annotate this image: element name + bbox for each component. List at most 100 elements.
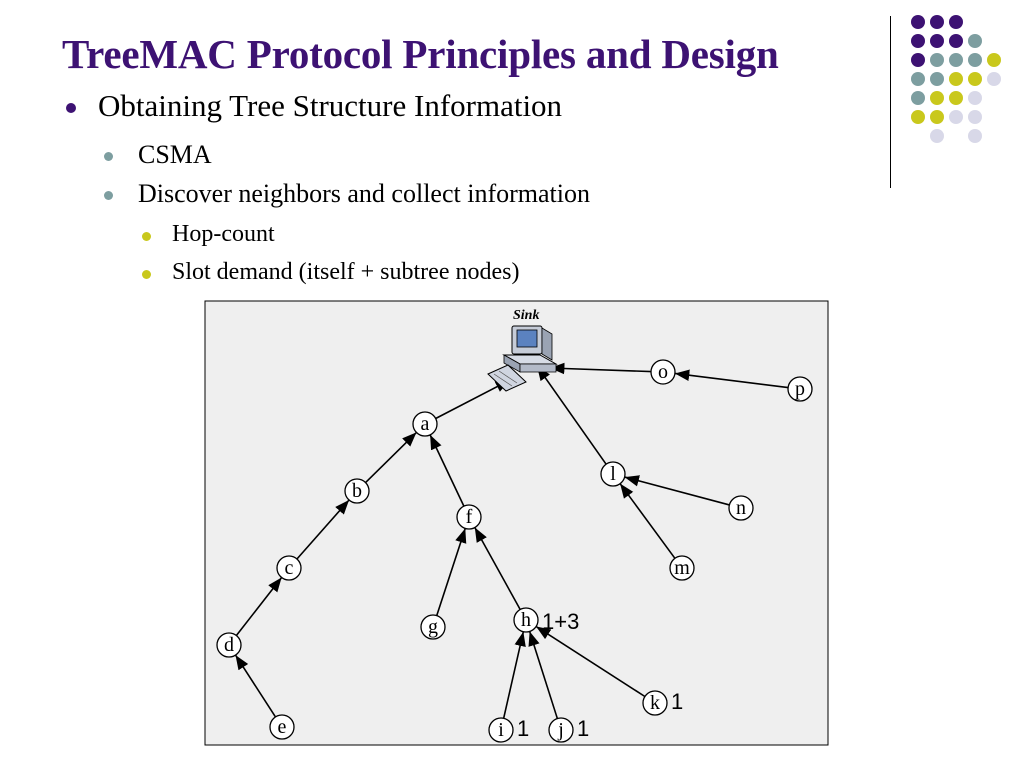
node-label: g (428, 616, 438, 638)
tree-node-o: o (650, 359, 676, 385)
node-label: a (421, 413, 430, 435)
node-label: d (224, 634, 234, 656)
node-label: m (674, 557, 690, 579)
node-circle (420, 614, 446, 640)
tree-node-i: i (488, 717, 514, 743)
slot-demand-label-k: 1 (671, 689, 683, 714)
node-label: j (557, 719, 564, 741)
decorative-dot (911, 15, 925, 29)
bullet-item: Obtaining Tree Structure Information (66, 88, 562, 124)
tree-node-l: l (600, 461, 626, 487)
bullet-dot-icon (104, 191, 113, 200)
edge-k-to-h (535, 625, 646, 698)
tree-node-b: b (344, 478, 370, 504)
decorative-dot (949, 34, 963, 48)
decorative-dot (949, 15, 963, 29)
edge-c-to-b (296, 499, 350, 560)
edge-j-to-h (528, 631, 559, 719)
bullet-item: Discover neighbors and collect informati… (104, 179, 590, 209)
sink-label: Sink (513, 308, 539, 323)
edge-p-to-o (674, 369, 789, 389)
node-circle (600, 461, 626, 487)
edge-b-to-a (364, 431, 418, 484)
node-label: h (521, 609, 531, 631)
decorative-dot (911, 34, 925, 48)
edge-i-to-h (502, 631, 526, 719)
tree-node-m: m (669, 555, 695, 581)
decorative-dot (930, 72, 944, 86)
decorative-dot (911, 72, 925, 86)
edge-m-to-l (619, 483, 676, 559)
node-circle (548, 717, 574, 743)
bullet-dot-icon (142, 232, 151, 241)
node-circle (650, 359, 676, 385)
bullet-item: CSMA (104, 140, 212, 170)
bullet-text: Discover neighbors and collect informati… (138, 179, 590, 208)
tree-node-d: d (216, 632, 242, 658)
node-circle (216, 632, 242, 658)
node-circle (412, 411, 438, 437)
slot-demand-label-j: 1 (577, 716, 589, 741)
edge-a-to-sink (435, 379, 511, 420)
node-circle (513, 607, 539, 633)
decorative-dot (949, 110, 963, 124)
node-circle (344, 478, 370, 504)
node-label: p (795, 378, 805, 400)
decorative-dot (930, 34, 944, 48)
bullet-text: Hop-count (172, 221, 275, 247)
edge-h-to-f (474, 527, 521, 610)
edge-o-to-sink (549, 362, 652, 375)
tree-node-j: j (548, 717, 574, 743)
tree-node-h: h (513, 607, 539, 633)
edge-f-to-a (429, 434, 465, 507)
decorative-dot (911, 110, 925, 124)
bullet-text: Slot demand (itself + subtree nodes) (172, 259, 520, 285)
decorative-dot (949, 53, 963, 67)
node-circle (488, 717, 514, 743)
bullet-dot-icon (66, 103, 76, 113)
decorative-dot (968, 34, 982, 48)
tree-node-f: f (456, 504, 482, 530)
tree-node-g: g (420, 614, 446, 640)
node-circle (642, 690, 668, 716)
decorative-dot (968, 91, 982, 105)
slide-title: TreeMAC Protocol Principles and Design (62, 31, 779, 77)
node-label: f (466, 506, 473, 528)
node-label: n (736, 497, 746, 519)
bullet-item: Slot demand (itself + subtree nodes) (142, 259, 519, 286)
node-label: c (285, 557, 294, 579)
node-circle (728, 495, 754, 521)
node-circle (276, 555, 302, 581)
decorative-dot (987, 72, 1001, 86)
edge-e-to-d (234, 654, 277, 718)
decorative-dot (949, 72, 963, 86)
sink-computer-icon: Sink (487, 308, 558, 392)
decorative-dot (949, 91, 963, 105)
tree-node-a: a (412, 411, 438, 437)
decorative-dot-grid (911, 15, 1001, 143)
decorative-dot (968, 72, 982, 86)
decorative-vertical-divider (890, 16, 891, 188)
decorative-dot (930, 15, 944, 29)
decorative-dot (968, 53, 982, 67)
bullet-item: Hop-count (142, 221, 275, 248)
tree-node-e: e (269, 714, 295, 740)
tree-node-p: p (787, 376, 813, 402)
slot-demand-label-h: 1+3 (542, 609, 579, 634)
node-label: e (278, 716, 287, 738)
edge-n-to-l (624, 475, 730, 506)
slot-demand-label-i: 1 (517, 716, 529, 741)
tree-node-k: k (642, 690, 668, 716)
node-label: l (610, 463, 616, 485)
node-circle (669, 555, 695, 581)
node-label: k (650, 692, 660, 714)
decorative-dot (911, 91, 925, 105)
edge-d-to-c (235, 576, 283, 637)
decorative-dot (930, 129, 944, 143)
decorative-dot (930, 53, 944, 67)
decorative-dot (968, 110, 982, 124)
node-circle (456, 504, 482, 530)
node-circle (269, 714, 295, 740)
